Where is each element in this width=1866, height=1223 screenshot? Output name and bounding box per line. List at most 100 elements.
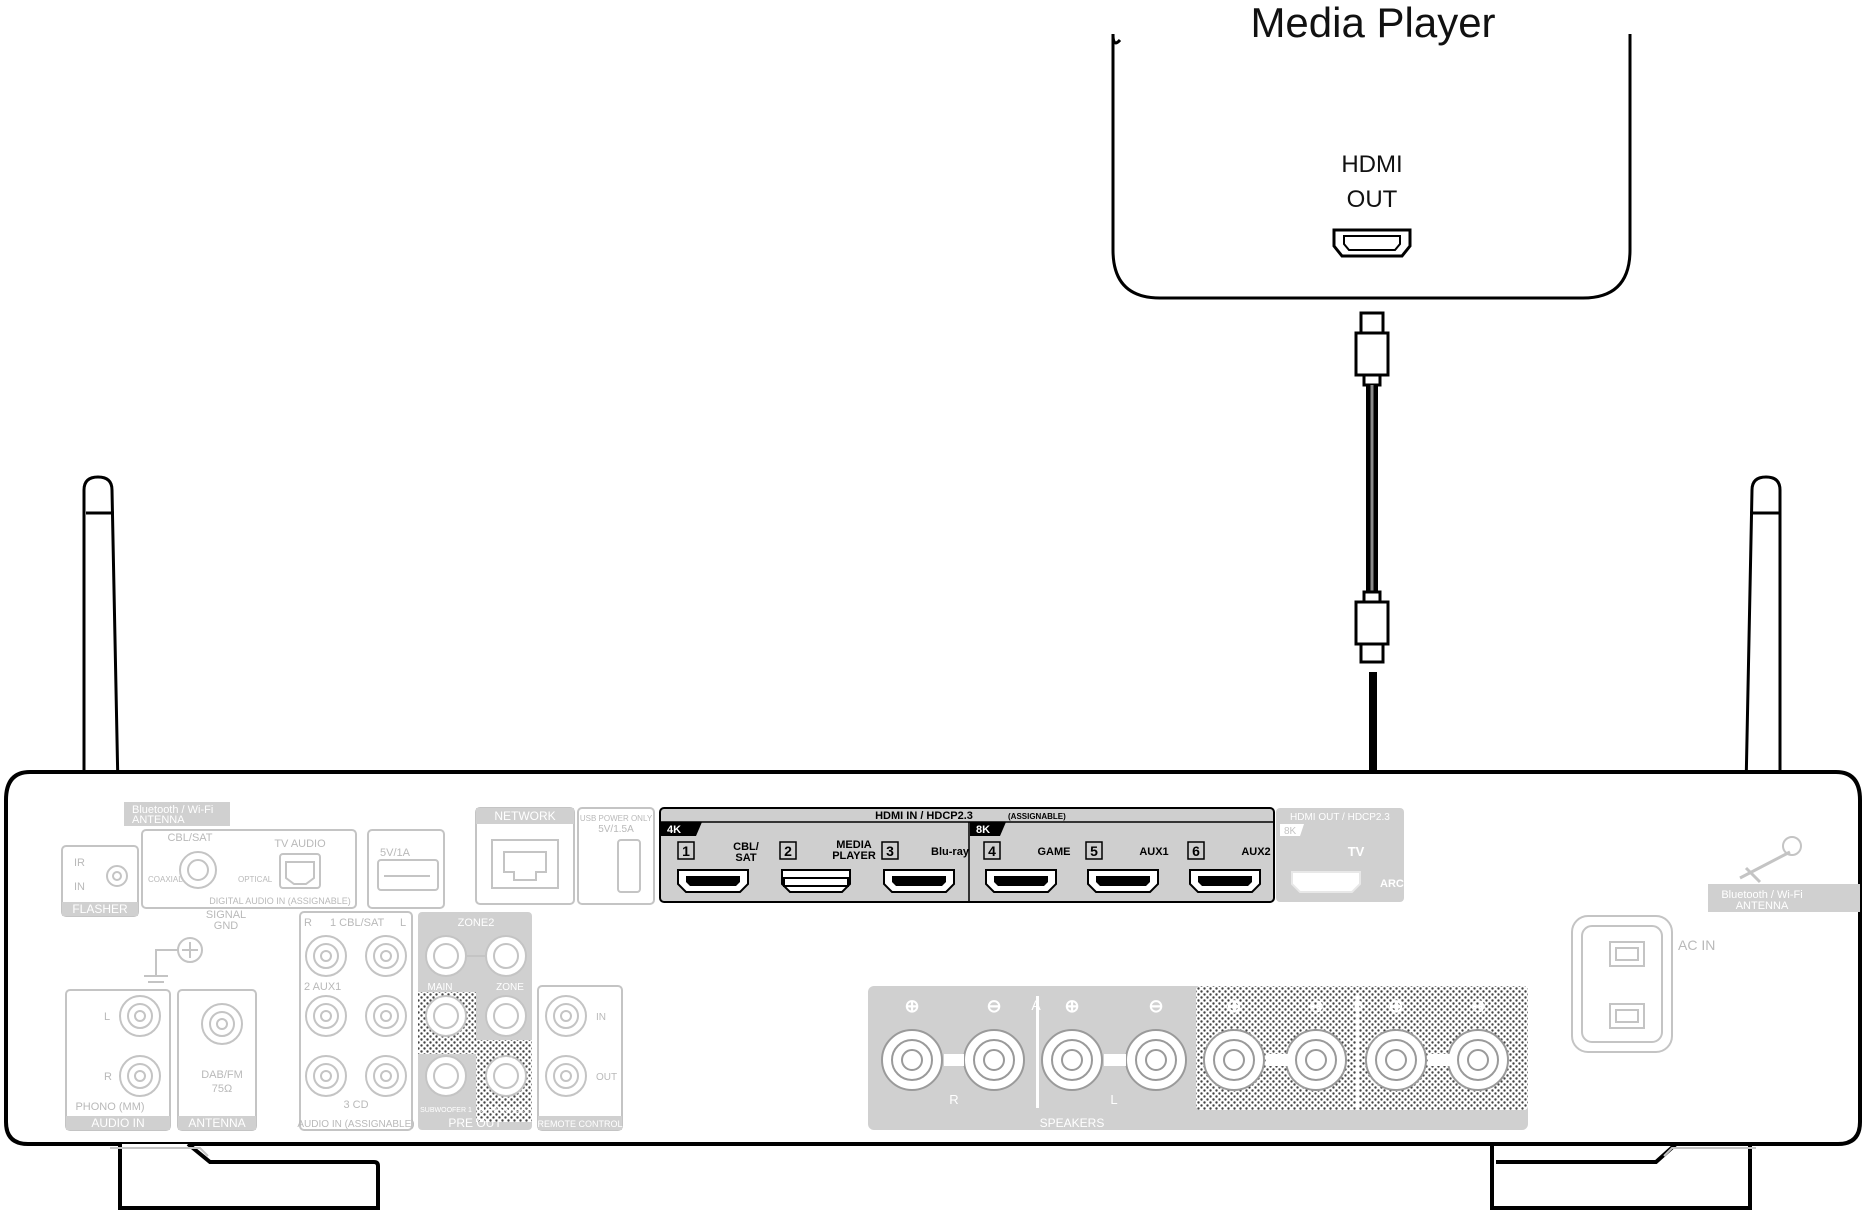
- bt-antenna-right-line2: ANTENNA: [1736, 900, 1789, 912]
- hdmi-in-6-num: 6: [1192, 843, 1200, 859]
- hdmi-in-4[interactable]: 4 GAME: [983, 841, 1071, 893]
- hdmi-in-1-label-a: CBL/: [733, 841, 759, 853]
- remote-label: REMOTE CONTROL: [537, 1119, 622, 1129]
- flasher-in: IN: [74, 881, 85, 893]
- digital-audio-label: DIGITAL AUDIO IN (ASSIGNABLE): [209, 896, 351, 906]
- hdmi-in-3-num: 3: [886, 843, 894, 859]
- hdmi-in-1[interactable]: 1 CBL/ SAT: [677, 841, 759, 893]
- audio-in-row2: 2 AUX1: [304, 981, 341, 993]
- speaker-minus-icon: ⊖: [986, 996, 1001, 1016]
- signal-gnd-line2: GND: [214, 920, 239, 932]
- digital-optical: OPTICAL: [238, 875, 273, 884]
- bt-antenna-right-line1: Bluetooth / Wi-Fi: [1721, 889, 1802, 901]
- speaker-terminals: ⊕ ⊖ ⊕ ⊖ ⊕ ⊖ ⊕ ⊖ A B R L SPEAKERS: [868, 986, 1528, 1130]
- hdmi-out-tv: TV: [1348, 844, 1365, 859]
- phono-label: AUDIO IN: [91, 1116, 144, 1130]
- usb-label: 5V/1A: [380, 847, 411, 859]
- remote-in: IN: [596, 1012, 606, 1023]
- audio-in-label: AUDIO IN (ASSIGNABLE): [297, 1119, 414, 1130]
- hdmi-out-port[interactable]: [1291, 871, 1361, 893]
- hdmi-in-5-num: 5: [1090, 843, 1098, 859]
- hdmi-in-2[interactable]: 2 MEDIA PLAYER: [779, 839, 876, 893]
- hdmi-in-1-label-b: SAT: [735, 852, 756, 864]
- ac-inlet: AC IN: [1571, 915, 1715, 1053]
- network-label: NETWORK: [494, 809, 555, 823]
- hdmi-out-label-line1: HDMI: [1341, 151, 1402, 178]
- hdmi-plug-top-body: [1354, 331, 1390, 377]
- digital-tv-audio: TV AUDIO: [274, 838, 326, 850]
- hdmi-out-label-line2: OUT: [1347, 186, 1398, 213]
- phono-name: PHONO (MM): [75, 1101, 144, 1113]
- speaker-minus-icon: ⊖: [1470, 996, 1485, 1016]
- remote-out: OUT: [596, 1072, 617, 1083]
- digital-cbl-sat: CBL/SAT: [167, 832, 212, 844]
- rear-panel-left-labels: Bluetooth / Wi-Fi ANTENNA IR IN FLASHER …: [72, 804, 652, 1130]
- antenna-dab-fm: DAB/FM: [201, 1069, 243, 1081]
- media-player-hdmi-out-port[interactable]: [1332, 228, 1412, 258]
- bt-antenna-left-line2: ANTENNA: [132, 814, 185, 826]
- pre-out-main: MAIN: [428, 982, 453, 993]
- foot-right: [1490, 1142, 1752, 1210]
- rear-panel-left: [61, 802, 655, 1131]
- usb-power-line1: USB POWER ONLY: [580, 814, 653, 823]
- audio-in-row1: 1 CBL/SAT: [330, 917, 384, 929]
- hdmi-in-3[interactable]: 3 Blu-ray: [881, 841, 970, 893]
- hdmi-in-4-label: GAME: [1038, 846, 1071, 858]
- hdmi-in-3-label: Blu-ray: [931, 846, 970, 858]
- hdmi-in-2-label-a: MEDIA: [836, 839, 872, 851]
- pre-out-zone2: ZONE2: [458, 917, 495, 929]
- pre-out-sub2: SUBWOOFER 2: [478, 1107, 530, 1114]
- ac-in-label: AC IN: [1678, 937, 1715, 953]
- audio-in-r: R: [304, 917, 312, 929]
- hdmi-out-header: HDMI OUT / HDCP2.3: [1290, 812, 1390, 823]
- antenna-ohm: 75Ω: [212, 1083, 232, 1095]
- badge-8k: 8K: [976, 824, 990, 836]
- hdmi-in-6[interactable]: 6 AUX2: [1187, 841, 1271, 893]
- audio-in-l: L: [400, 917, 406, 929]
- bt-antenna-right-label: Bluetooth / Wi-Fi ANTENNA: [1708, 836, 1860, 912]
- hdmi-in-2-num: 2: [784, 843, 792, 859]
- hdmi-in-5-label: AUX1: [1139, 846, 1168, 858]
- speaker-minus-icon: ⊖: [1308, 996, 1323, 1016]
- speakers-r: R: [949, 1092, 958, 1107]
- hdmi-out-badge: 8K: [1284, 826, 1297, 837]
- phono-l: L: [104, 1011, 110, 1023]
- flasher-ir: IR: [74, 857, 85, 869]
- hdmi-plug-top-tip: [1359, 311, 1385, 335]
- hdmi-in-header: HDMI IN / HDCP2.3: [875, 810, 973, 822]
- digital-coaxial: COAXIAL: [148, 875, 183, 884]
- signal-gnd-line1: SIGNAL: [206, 909, 246, 921]
- usb-power-line2: 5V/1.5A: [598, 824, 634, 835]
- speakers-l: L: [1110, 1092, 1117, 1107]
- speaker-plus-icon: ⊕: [904, 996, 919, 1016]
- hdmi-in-6-label: AUX2: [1241, 846, 1270, 858]
- audio-in-row3: 3 CD: [343, 1099, 368, 1111]
- hdmi-in-1-num: 1: [682, 843, 690, 859]
- hdmi-in-5[interactable]: 5 AUX1: [1085, 841, 1169, 893]
- pre-out-label: PRE OUT: [448, 1116, 502, 1130]
- foot-left: [118, 1142, 380, 1210]
- hdmi-plug-bottom-body: [1354, 600, 1390, 646]
- hdmi-in-4-num: 4: [988, 843, 996, 859]
- media-player-device: Media Player HDMI OUT: [1111, 0, 1632, 300]
- flasher-label: FLASHER: [72, 902, 128, 916]
- speaker-plus-icon: ⊕: [1226, 996, 1241, 1016]
- bt-antenna-left-line1: Bluetooth / Wi-Fi: [132, 804, 213, 816]
- hdmi-in-2-label-b: PLAYER: [832, 850, 876, 862]
- speakers-b: B: [1353, 997, 1362, 1013]
- pre-out-sub1: SUBWOOFER 1: [420, 1107, 472, 1114]
- hdmi-in-header-note: (ASSIGNABLE): [1008, 812, 1066, 821]
- hdmi-out-arc: ARC: [1380, 878, 1404, 890]
- speakers-label: SPEAKERS: [1040, 1116, 1105, 1130]
- phono-r: R: [104, 1071, 112, 1083]
- hdmi-plug-bottom-tip: [1359, 642, 1385, 664]
- speaker-plus-icon: ⊕: [1388, 996, 1403, 1016]
- hdmi-out-panel: HDMI OUT / HDCP2.3 8K TV ARC: [1276, 808, 1404, 902]
- antenna-label: ANTENNA: [188, 1116, 245, 1130]
- speakers-a: A: [1031, 997, 1041, 1013]
- hdmi-plug-top-collar: [1362, 373, 1382, 387]
- badge-4k: 4K: [667, 824, 681, 836]
- speaker-plus-icon: ⊕: [1064, 996, 1079, 1016]
- pre-out-zone: ZONE: [496, 982, 524, 993]
